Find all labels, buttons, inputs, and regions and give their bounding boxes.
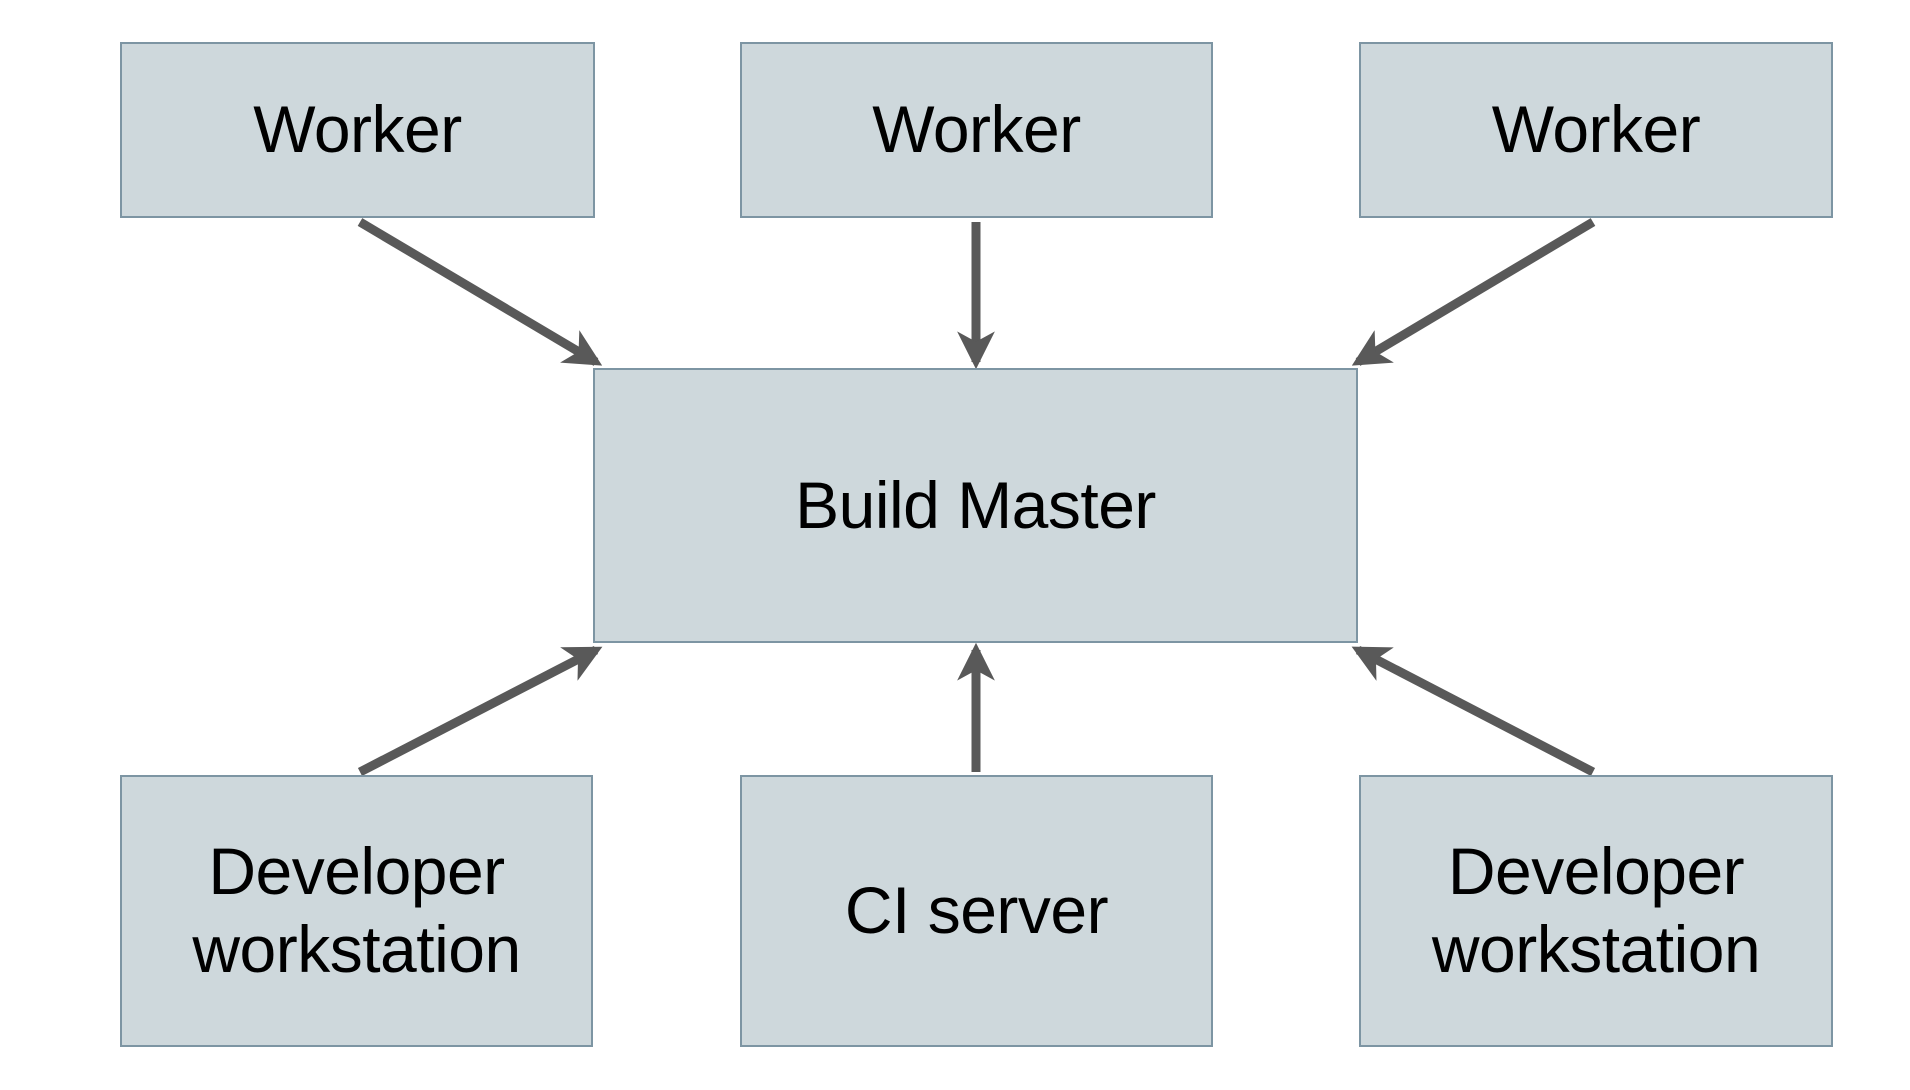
node-developer-workstation-left[interactable]: Developer workstation bbox=[120, 775, 593, 1047]
node-worker-1[interactable]: Worker bbox=[120, 42, 595, 218]
node-developer-workstation-right-label: Developer workstation bbox=[1431, 834, 1761, 986]
node-worker-3-label: Worker bbox=[1491, 92, 1701, 167]
edge-devleft-to-master bbox=[357, 646, 603, 776]
node-developer-workstation-right[interactable]: Developer workstation bbox=[1359, 775, 1833, 1047]
node-developer-workstation-left-label: Developer workstation bbox=[192, 834, 521, 986]
node-worker-3[interactable]: Worker bbox=[1359, 42, 1833, 218]
node-build-master[interactable]: Build Master bbox=[593, 368, 1358, 643]
node-worker-2-label: Worker bbox=[872, 92, 1081, 167]
edge-worker3-to-master bbox=[1351, 218, 1596, 366]
node-build-master-label: Build Master bbox=[795, 467, 1156, 542]
node-worker-2[interactable]: Worker bbox=[740, 42, 1213, 218]
node-ci-server-label: CI server bbox=[844, 873, 1109, 948]
node-worker-1-label: Worker bbox=[253, 92, 462, 167]
edge-worker1-to-master bbox=[357, 218, 603, 366]
node-ci-server[interactable]: CI server bbox=[740, 775, 1213, 1047]
edge-devright-to-master bbox=[1351, 646, 1596, 776]
